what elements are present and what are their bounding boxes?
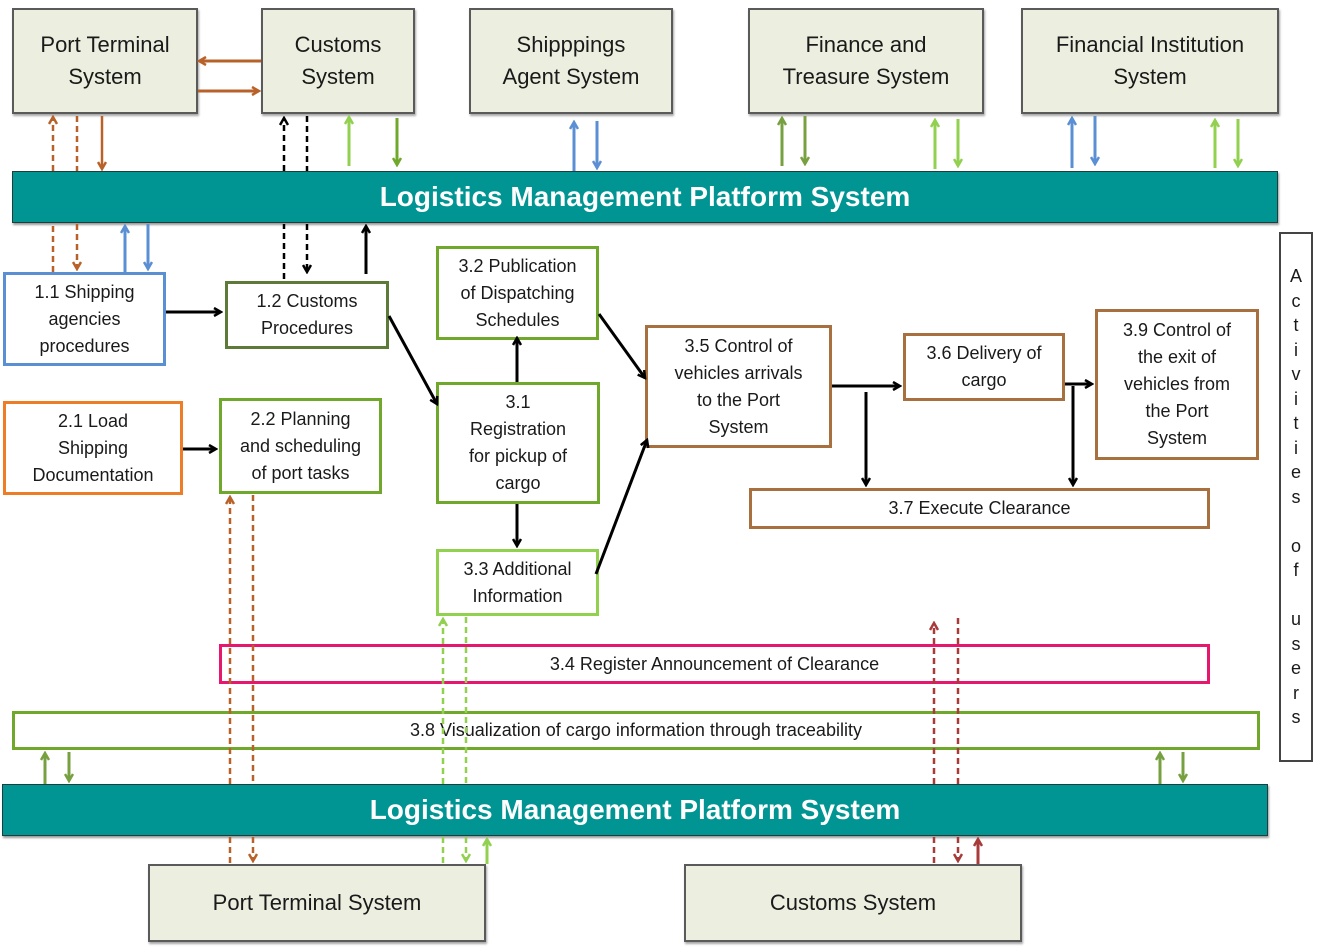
side-label-letter: v xyxy=(1291,364,1301,385)
side-label-letter: o xyxy=(1290,535,1301,556)
customs-system-bottom: Customs System xyxy=(684,864,1022,942)
side-label-letter xyxy=(1293,583,1298,608)
finance-treasure-system-top: Finance and Treasure System xyxy=(748,8,984,114)
process-3-1-registration-pickup: 3.1 Registration for pickup of cargo xyxy=(436,382,600,504)
arrow-3-3-to-3-5 xyxy=(594,440,647,575)
side-label-letter: i xyxy=(1294,339,1298,360)
side-label-letter: f xyxy=(1293,560,1299,581)
side-label-letter: c xyxy=(1291,290,1301,311)
side-label-letter: e xyxy=(1290,658,1301,679)
process-3-8-visualization-traceability: 3.8 Visualization of cargo information t… xyxy=(12,711,1260,750)
platform-bar-bottom: Logistics Management Platform System xyxy=(2,784,1268,836)
process-3-3-additional-information: 3.3 Additional Information xyxy=(436,549,599,616)
process-1-1-shipping-agencies: 1.1 Shipping agencies procedures xyxy=(3,272,166,366)
arrow-3-2-to-3-5 xyxy=(597,313,645,378)
side-label-letter: i xyxy=(1294,388,1298,409)
side-label-letter: s xyxy=(1291,633,1301,654)
customs-system-top: Customs System xyxy=(261,8,415,114)
side-label-letter: s xyxy=(1291,486,1301,507)
process-2-1-load-shipping-documentation: 2.1 Load Shipping Documentation xyxy=(3,401,183,495)
side-label-letter: u xyxy=(1290,609,1301,630)
process-2-2-planning-scheduling: 2.2 Planning and scheduling of port task… xyxy=(219,398,382,494)
process-3-6-delivery-cargo: 3.6 Delivery of cargo xyxy=(903,333,1065,401)
process-3-5-control-vehicle-arrivals: 3.5 Control of vehicles arrivals to the … xyxy=(645,325,832,448)
process-1-2-customs-procedures: 1.2 Customs Procedures xyxy=(225,281,389,349)
process-3-4-register-announcement: 3.4 Register Announcement of Clearance xyxy=(219,644,1210,684)
financial-institution-system-top: Financial Institution System xyxy=(1021,8,1279,114)
side-label-letter: i xyxy=(1294,437,1298,458)
side-label-letter xyxy=(1293,509,1298,534)
platform-bar-top: Logistics Management Platform System xyxy=(12,171,1278,223)
shipping-agent-system-top: Shipppings Agent System xyxy=(469,8,673,114)
process-3-7-execute-clearance: 3.7 Execute Clearance xyxy=(749,488,1210,529)
process-3-9-control-vehicle-exit: 3.9 Control of the exit of vehicles from… xyxy=(1095,309,1259,460)
port-terminal-system-top: Port Terminal System xyxy=(12,8,198,114)
side-label-letter: A xyxy=(1289,266,1302,287)
side-label-letter: s xyxy=(1291,707,1301,728)
port-terminal-system-bottom: Port Terminal System xyxy=(148,864,486,942)
side-label-letter: e xyxy=(1290,462,1301,483)
process-3-2-publication-dispatching: 3.2 Publication of Dispatching Schedules xyxy=(436,246,599,340)
side-label-letter: t xyxy=(1293,315,1299,336)
arrow-1-2-to-3-1 xyxy=(387,315,437,404)
side-label-letter: r xyxy=(1293,682,1299,703)
side-label-letter: t xyxy=(1293,413,1299,434)
